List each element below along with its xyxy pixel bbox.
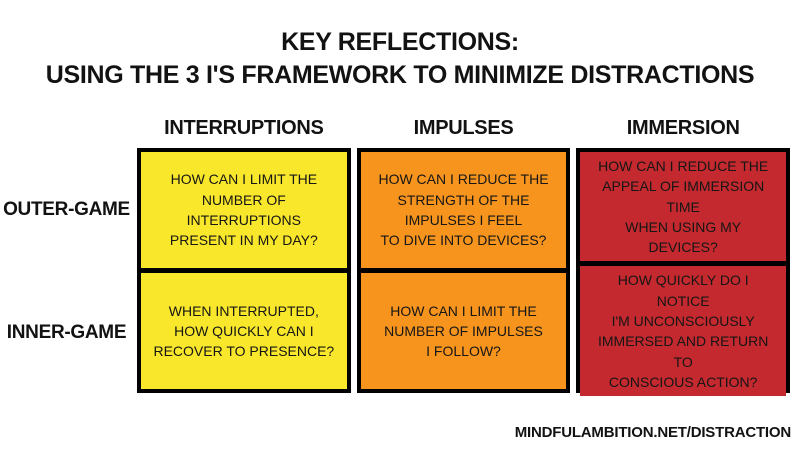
cell-inner-immersion: HOW QUICKLY DO I NOTICE I'M UNCONSCIOUSL… [580,266,787,397]
cell-inner-impulses: HOW CAN I LIMIT THE NUMBER OF IMPULSES I… [360,273,567,389]
row-label-inner-game: INNER-GAME [6,321,127,343]
matrix-column-immersion: HOW CAN I REDUCE THE APPEAL OF IMMERSION… [576,148,791,397]
matrix-column-impulses: HOW CAN I REDUCE THE STRENGTH OF THE IMP… [356,148,571,393]
page-title-line2: USING THE 3 I'S FRAMEWORK TO MINIMIZE DI… [45,60,755,89]
page-title-line1: KEY REFLECTIONS: [281,28,519,56]
row-divider [580,261,787,267]
row-divider [360,268,567,273]
cell-outer-immersion: HOW CAN I REDUCE THE APPEAL OF IMMERSION… [580,152,787,262]
column-header-immersion: IMMERSION [626,116,740,139]
cell-outer-interruptions: HOW CAN I LIMIT THE NUMBER OF INTERRUPTI… [141,152,347,268]
matrix-column-interruptions: HOW CAN I LIMIT THE NUMBER OF INTERRUPTI… [137,148,351,393]
framework-matrix: HOW CAN I LIMIT THE NUMBER OF INTERRUPTI… [137,148,791,397]
row-divider [141,268,347,273]
page-title: KEY REFLECTIONS: USING THE 3 I'S FRAMEWO… [0,26,800,91]
cell-inner-interruptions: WHEN INTERRUPTED, HOW QUICKLY CAN I RECO… [141,273,347,389]
column-header-interruptions: INTERRUPTIONS [164,116,324,139]
column-headers: INTERRUPTIONS IMPULSES IMMERSION [137,112,790,144]
cell-outer-impulses: HOW CAN I REDUCE THE STRENGTH OF THE IMP… [360,152,567,268]
row-label-outer-game: OUTER-GAME [3,199,130,220]
column-header-impulses: IMPULSES [413,116,514,139]
footer-credit: MINDFULAMBITION.NET/DISTRACTION [514,424,791,441]
